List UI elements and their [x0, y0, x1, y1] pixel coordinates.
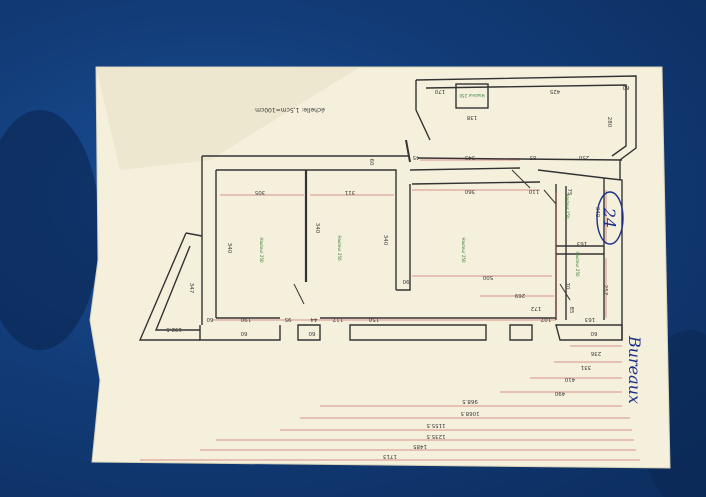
dim-label: 490: [554, 390, 565, 396]
room-labels: Hauteur 250 Hauteur 250 Hauteur 250 Haut…: [259, 93, 580, 277]
door-swing: [293, 283, 305, 305]
wall-terrace: [138, 232, 203, 341]
dim-label: 331: [581, 364, 592, 370]
wall-bottom-3: [349, 324, 487, 341]
handwritten-area: 24: [600, 207, 619, 228]
dim-label: 236: [590, 350, 601, 356]
wall-right: [603, 177, 623, 340]
dim-label: 110: [528, 188, 539, 194]
paper-fold-shadow: [96, 67, 360, 170]
wall-bottom-5: [555, 324, 623, 341]
dim-label: 250: [578, 154, 589, 160]
dim-label: 345: [464, 154, 475, 160]
small-room-label: Hauteur 250: [459, 93, 485, 98]
door-swing: [511, 169, 531, 189]
door-swing: [405, 139, 411, 163]
dimension-lines: [140, 159, 640, 461]
wall-partition-2: [396, 184, 411, 291]
wall-left: [201, 156, 217, 325]
door-swing: [543, 189, 557, 205]
dim-label: 60: [308, 330, 315, 336]
dim-label: 170: [434, 88, 445, 94]
room-label: Hauteur 250: [565, 193, 570, 219]
fabric-shadow: [0, 110, 100, 350]
floor-plan: [138, 75, 637, 341]
wall-partition-4: [556, 245, 604, 255]
dim-label: 1235.5: [426, 433, 446, 439]
room-label: Hauteur 250: [575, 251, 580, 277]
dim-label: 968.5: [462, 398, 478, 404]
dim-label: 190: [240, 316, 251, 322]
dim-label: 45: [412, 154, 419, 160]
room-label: Hauteur 250: [461, 237, 466, 263]
dim-label: 60: [368, 159, 374, 166]
dim-label: 280: [606, 117, 612, 128]
dim-label: 192.5: [166, 326, 182, 332]
dim-label: 360: [464, 188, 475, 194]
dim-label: 90: [402, 278, 409, 284]
dim-label: 1485: [413, 443, 427, 449]
dim-label: 44: [310, 316, 317, 322]
dim-label: 85: [568, 307, 574, 314]
scale-note: échelle: 1,5cm=100cm: [255, 106, 325, 113]
dim-label: 1713: [383, 453, 397, 459]
dim-label: 163: [576, 240, 587, 246]
dim-label: 85: [529, 154, 536, 160]
handwritten-circle: [596, 191, 624, 245]
dim-label: 150: [368, 316, 379, 322]
wall-top: [202, 155, 623, 161]
handwritten-word: Bureaux: [625, 335, 644, 404]
dim-label: 60: [590, 330, 597, 336]
dim-label: 340: [314, 223, 320, 234]
wall-top-right: [411, 181, 541, 185]
dim-label: 500: [482, 274, 493, 280]
dim-label: 70: [564, 283, 570, 290]
dim-label: 163: [584, 316, 595, 322]
dim-label: 1068.5: [460, 410, 480, 416]
dim-label: 311: [345, 189, 356, 195]
dim-label: 340: [226, 243, 232, 254]
dimension-labels: 170 425 60 138 280 345 85 45 60 250 360 …: [166, 84, 630, 459]
wall-annex-outer: [415, 75, 637, 180]
room-label: Hauteur 250: [259, 237, 264, 263]
dim-label: 172: [531, 305, 542, 311]
wall-top-inner: [216, 167, 605, 290]
dim-label: 60: [240, 330, 247, 336]
door-swing: [559, 283, 571, 301]
dim-label: 347: [188, 283, 194, 294]
wall-bottom: [199, 317, 281, 341]
dim-label: 410: [564, 376, 575, 382]
room-label: Hauteur 250: [337, 235, 342, 261]
wall-small-room: [455, 83, 489, 109]
dim-label: 95: [284, 316, 291, 322]
dim-label: 269: [514, 292, 525, 298]
dim-label: 117: [332, 316, 343, 322]
dim-label: 257: [602, 285, 608, 296]
wall-annex-left: [415, 80, 431, 141]
dim-label: 138: [466, 114, 477, 120]
paper-sheet: [89, 66, 671, 469]
dim-label: 340: [382, 235, 388, 246]
wall-bottom-4: [509, 324, 533, 341]
dim-label: 60: [622, 84, 629, 90]
dim-label: 425: [549, 88, 560, 94]
dim-label: 1155.5: [426, 422, 446, 428]
wall-annex-inner: [425, 84, 627, 157]
dim-label: 305: [254, 189, 265, 195]
wall-bottom-2: [297, 324, 321, 341]
dim-label: 60: [206, 316, 213, 322]
dim-label: 107: [540, 316, 551, 322]
dim-label: 75: [566, 189, 572, 196]
